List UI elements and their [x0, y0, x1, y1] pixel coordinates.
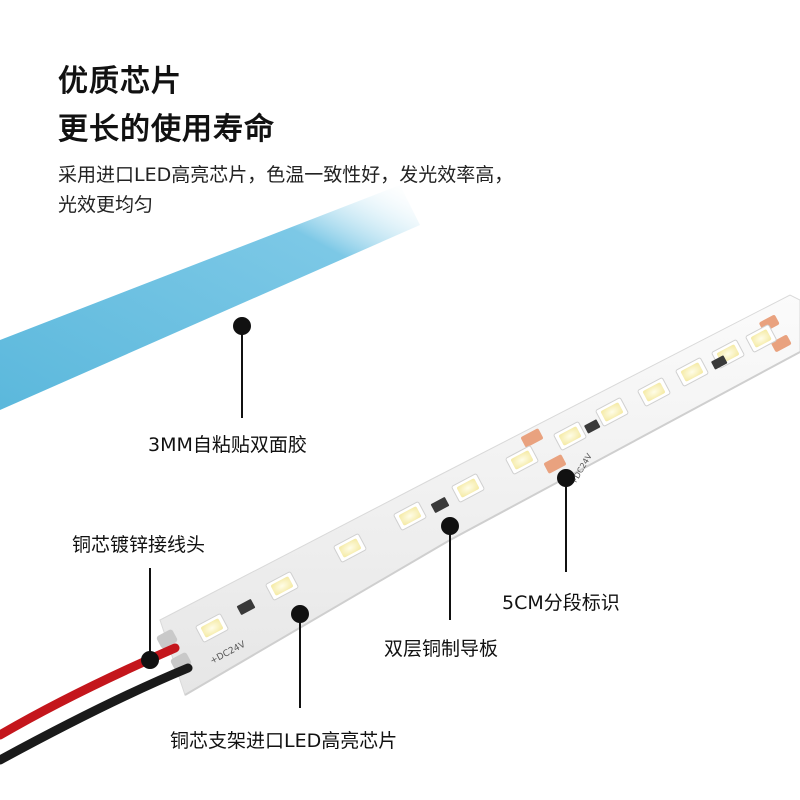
led-chip — [265, 571, 299, 601]
black-wire — [0, 663, 193, 765]
callout-dot-mark — [557, 469, 575, 487]
led-chip — [333, 533, 367, 563]
led-chip — [745, 324, 777, 353]
description-text: 采用进口LED高亮芯片，色温一致性好，发光效率高，光效更均匀 — [58, 164, 514, 216]
resistor — [584, 419, 601, 434]
callout-label-wire: 铜芯镀锌接线头 — [72, 534, 206, 556]
resistor — [236, 599, 256, 615]
callout-dot-pcb — [441, 517, 459, 535]
copper-pad — [521, 428, 543, 448]
resistor — [430, 497, 450, 513]
copper-pad — [544, 454, 566, 474]
led-chip — [553, 421, 587, 451]
led-chip — [451, 473, 485, 503]
callout-dot-tape — [233, 317, 251, 335]
led-chips — [195, 324, 777, 643]
callout-pointers — [141, 317, 575, 708]
led-chip — [195, 613, 229, 643]
led-chip — [637, 377, 671, 407]
callout-label-pcb: 双层铜制导板 — [384, 638, 499, 660]
solder-pad — [156, 629, 178, 649]
headline-line-2: 更长的使用寿命 — [58, 112, 275, 147]
led-chip — [675, 357, 709, 387]
callout-dot-led — [291, 605, 309, 623]
headline-line-1: 优质芯片 — [58, 64, 182, 99]
adhesive-tape — [0, 185, 420, 410]
led-chip — [505, 445, 539, 475]
led-chip — [595, 397, 629, 427]
copper-pad — [771, 335, 792, 352]
callout-label-led: 铜芯支架进口LED高亮芯片 — [170, 730, 398, 752]
callout-label-tape: 3MM自粘贴双面胶 — [148, 434, 307, 456]
resistor — [711, 355, 728, 370]
resistors — [236, 355, 728, 615]
callout-label-mark: 5CM分段标识 — [502, 592, 620, 614]
callout-dot-wire — [141, 651, 159, 669]
led-chip — [393, 501, 427, 531]
